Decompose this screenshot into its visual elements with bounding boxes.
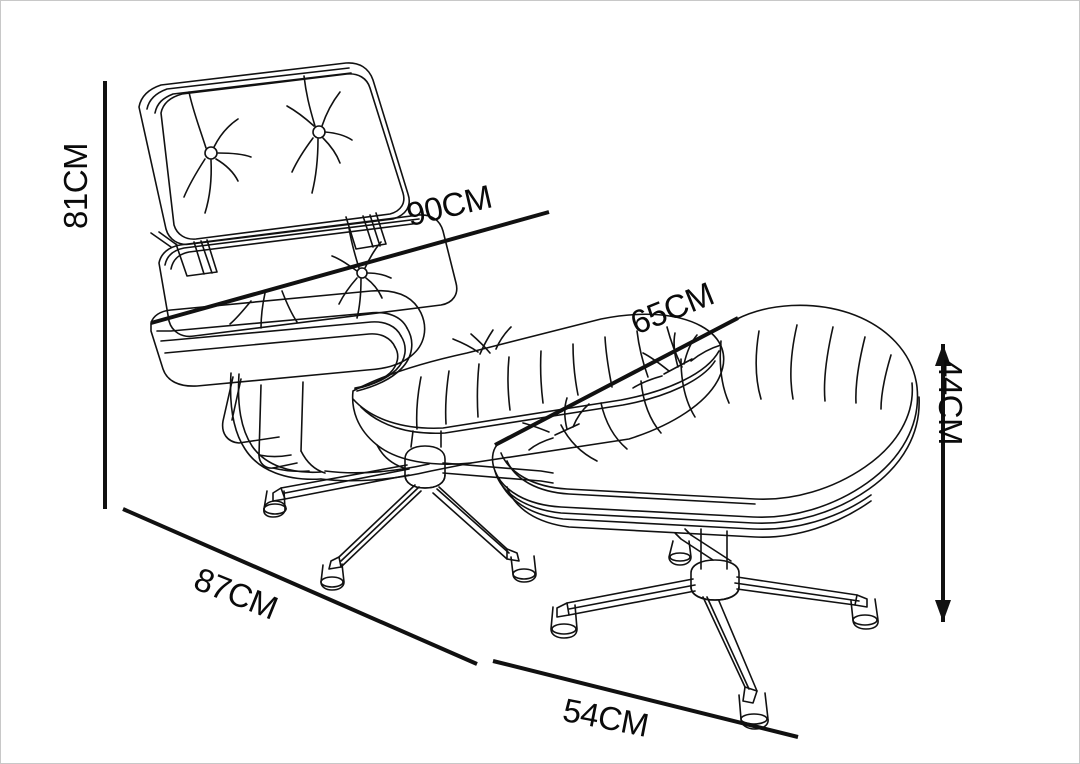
chair-lumbar-cushion [158,214,458,338]
chair-seat-shell [221,313,725,482]
dimension-line-65 [494,316,739,447]
chair-armrest-left [150,289,426,474]
dimension-label-81cm: 81CM [57,142,94,229]
chair-backrest [138,62,410,277]
chair-base [263,430,554,591]
dimension-line-87 [122,507,478,666]
dimension-line-54 [492,659,799,739]
ottoman-base [550,528,879,730]
arrow-head-44-bottom [935,600,951,622]
dimension-label-44cm: 44CM [932,359,969,446]
arrow-head-44-top [935,344,951,366]
dimension-line-90 [150,210,550,325]
ottoman [491,304,920,538]
